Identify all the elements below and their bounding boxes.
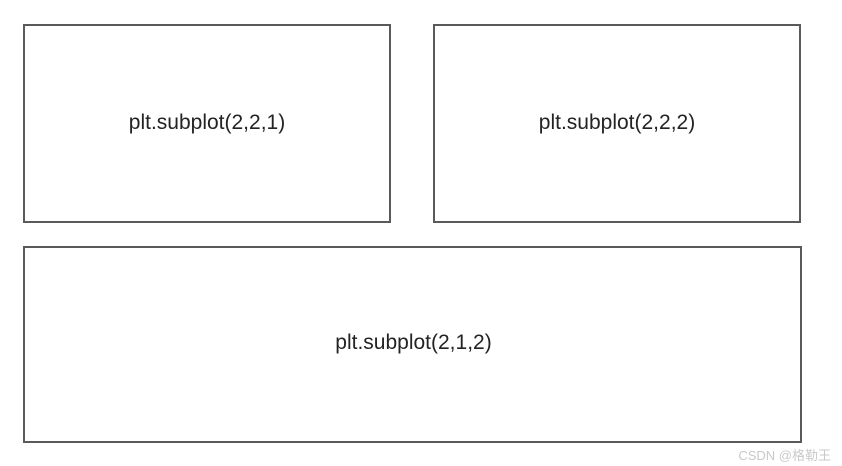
- subplot-panel-bottom: plt.subplot(2,1,2): [23, 246, 802, 443]
- subplot-panel-top-right: plt.subplot(2,2,2): [433, 24, 801, 223]
- subplot-label-bottom: plt.subplot(2,1,2): [335, 331, 492, 354]
- subplot-label-top-right: plt.subplot(2,2,2): [538, 111, 696, 134]
- csdn-watermark: CSDN @格勒王: [738, 448, 831, 463]
- subplot-panel-top-left: plt.subplot(2,2,1): [23, 24, 391, 223]
- subplot-label-top-left: plt.subplot(2,2,1): [128, 111, 286, 134]
